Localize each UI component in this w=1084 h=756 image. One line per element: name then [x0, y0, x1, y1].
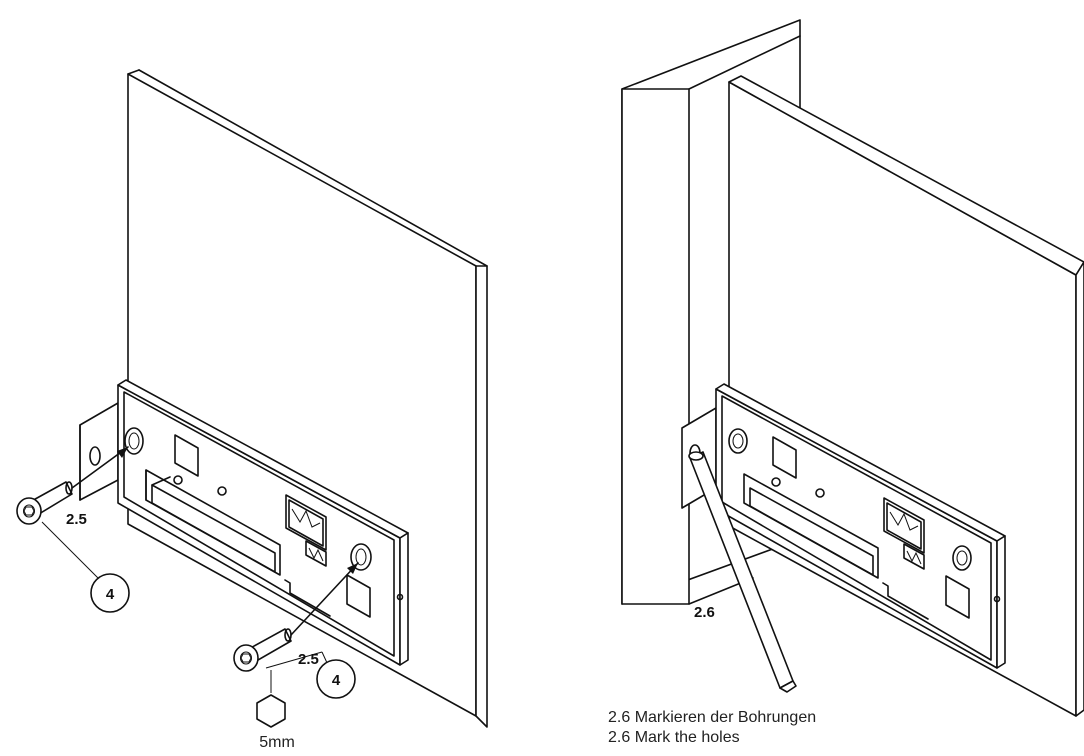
upper-screw-hole [124, 427, 144, 455]
step-label-upper: 2.5 [66, 511, 87, 528]
caption-english: 2.6 Mark the holes [608, 729, 740, 746]
right-mounting-plate [715, 383, 1006, 669]
left-figure: 4 4 2.5 2.5 [16, 69, 488, 728]
callout-leaders [41, 521, 329, 693]
upper-screw [16, 446, 129, 525]
step-caption: 2.6 Markieren der Bohrungen 2.6 Mark the… [608, 708, 1078, 748]
callout-upper-number: 4 [106, 586, 115, 603]
left-mounting-plate [117, 379, 409, 666]
marking-pencil [688, 451, 797, 693]
hex-key-size-label: 5mm [259, 734, 295, 751]
callout-lower: 4 [316, 659, 356, 699]
step-label-right: 2.6 [694, 604, 715, 621]
logo-badge [285, 494, 327, 567]
caption-german: 2.6 Markieren der Bohrungen [608, 709, 817, 726]
left-panel-board [127, 69, 488, 728]
left-side-bracket [79, 402, 119, 501]
right-panel-board [728, 75, 1084, 717]
step-label-lower: 2.5 [298, 651, 319, 668]
callout-upper: 4 [90, 573, 130, 613]
hex-key-icon [256, 694, 286, 728]
lower-screw-hole [350, 543, 372, 571]
right-logo-badge [883, 497, 925, 570]
callout-lower-number: 4 [332, 672, 341, 689]
right-figure: 2.6 [621, 19, 1084, 717]
lower-screw [233, 562, 359, 672]
